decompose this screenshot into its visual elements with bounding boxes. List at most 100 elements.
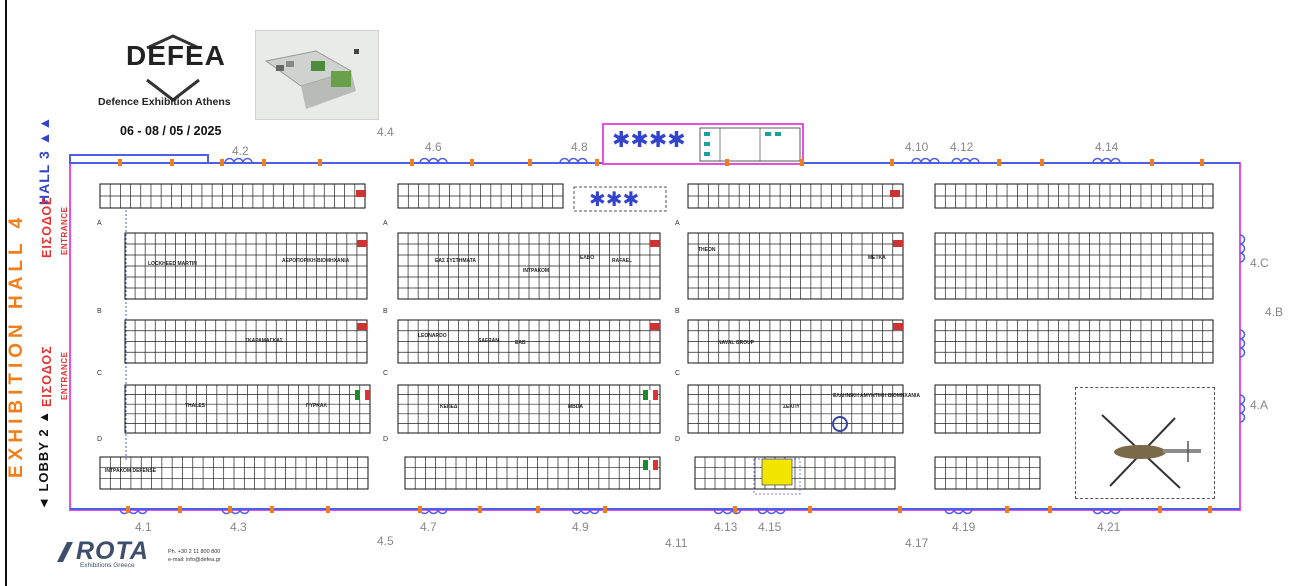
gate-label-bottom: 4.7: [420, 520, 437, 534]
booth-block[interactable]: [934, 232, 1214, 300]
exhibitor-label[interactable]: MBDA: [568, 404, 583, 410]
exhibitor-label[interactable]: ΜΕΤΚΑ: [868, 255, 886, 261]
rota-subtitle: Exhibitions Greece: [80, 562, 135, 569]
gate-label-bottom: 4.17: [905, 536, 929, 550]
row-letter: C: [675, 370, 681, 377]
exhibitor-label[interactable]: ΕΛΛΗΝΙΚΗ ΑΜΥΝΤΙΚΗ ΒΙΟΜΗΧΑΝΙΑ: [833, 393, 921, 399]
exhibitor-label[interactable]: ΣΕΚΠΥ: [783, 404, 800, 410]
row-letter: C: [97, 370, 103, 377]
gate-label-top: 4.8: [571, 140, 588, 154]
booth-block[interactable]: [934, 384, 1041, 434]
exhibitor-label[interactable]: ΕΑΣ ΣΥΣΤΗΜΑΤΑ: [435, 258, 476, 264]
exhibitor-label[interactable]: ΙΝΤΡΑΚΟΜ DEFENSE: [105, 468, 157, 474]
row-letter: C: [383, 370, 389, 377]
gate-door-icon: [571, 508, 600, 515]
row-letter: B: [675, 308, 680, 315]
exhibitor-label[interactable]: SAFRAN: [478, 338, 499, 344]
exhibitor-label[interactable]: ΑΕΡΟΠΟΡΙΚΗ ΒΙΟΜΗΧΑΝΙΑ: [282, 258, 350, 264]
booth-block[interactable]: [687, 232, 904, 300]
booth-block[interactable]: [934, 319, 1214, 364]
exhibitor-label[interactable]: LOCKHEED MARTIN: [148, 261, 197, 267]
row-letter: A: [675, 220, 680, 227]
booth-block[interactable]: [124, 384, 371, 434]
booth-block[interactable]: [124, 319, 368, 364]
service-room: [602, 123, 804, 165]
gate-label-top: 4.6: [425, 140, 442, 154]
gate-door-icon: [944, 508, 973, 515]
gate-label-right: 4.A: [1250, 398, 1269, 412]
exhibitor-label[interactable]: RAFAEL: [612, 258, 632, 264]
left-border-line: [5, 0, 7, 586]
row-letter: B: [383, 308, 388, 315]
exhibitor-label[interactable]: ΕΛΒΟ: [580, 255, 595, 261]
gate-door-icon: [559, 157, 588, 164]
row-letter: D: [383, 436, 389, 443]
reserved-stars: ✱✱✱: [589, 189, 640, 211]
gate-label-right: 4.C: [1250, 256, 1269, 270]
exhibitor-label[interactable]: ΣΚΑΡΑΜΑΓΚΑΣ: [245, 338, 283, 344]
gate-door-icon: [911, 157, 940, 164]
gate-label-bottom: 4.11: [665, 536, 688, 550]
wall-segment: [69, 154, 209, 164]
gate-door-icon: [951, 157, 980, 164]
gate-label-bottom: 4.21: [1097, 520, 1121, 534]
exhibitor-label[interactable]: THEON: [698, 247, 716, 253]
reserved-area: [573, 186, 667, 212]
gate-label-top: 4.12: [950, 140, 974, 154]
gate-label-bottom: 4.1: [135, 520, 152, 534]
gate-door-icon: [224, 157, 253, 164]
gate-door-icon: [1239, 394, 1246, 423]
event-dates: 06 - 08 / 05 / 2025: [120, 124, 222, 138]
booth-block[interactable]: [397, 319, 661, 364]
row-letter: D: [97, 436, 103, 443]
helicopter-display-area[interactable]: [1075, 387, 1215, 499]
gate-label-bottom: 4.15: [758, 520, 782, 534]
gate-label-top: 4.10: [905, 140, 929, 154]
gate-label-top: 4.2: [232, 144, 249, 158]
exhibitor-label[interactable]: ΠΥΡΚΑΛ: [306, 403, 327, 409]
hall-outline: [69, 162, 1241, 511]
rota-phone: Ph. +30 2 11 800 800: [168, 549, 221, 555]
gate-label-top: 4.14: [1095, 140, 1119, 154]
row-letter: D: [675, 436, 681, 443]
exhibitor-label[interactable]: ΕΑΒ: [515, 340, 526, 346]
exhibitor-label[interactable]: THALES: [185, 403, 205, 409]
exhibitor-label[interactable]: ΚΕΠΕΔ: [440, 404, 458, 410]
defea-shield-icon: [146, 34, 200, 102]
gate-label-bottom: 4.19: [952, 520, 976, 534]
booth-block[interactable]: [397, 232, 661, 300]
booth-block[interactable]: [397, 183, 564, 209]
gate-door-icon: [1092, 508, 1121, 515]
booth-block[interactable]: [934, 183, 1214, 209]
gate-door-icon: [1239, 234, 1246, 263]
booth-block[interactable]: [99, 183, 366, 209]
rota-mark-icon: [57, 542, 73, 562]
exhibitor-label[interactable]: NAVAL GROUP: [718, 340, 755, 346]
booth-block[interactable]: [694, 456, 896, 490]
exhibitor-label[interactable]: LEONARDO: [418, 333, 447, 339]
gate-door-icon: [1092, 157, 1121, 164]
booth-block[interactable]: [99, 456, 369, 490]
venue-thumbnail[interactable]: [255, 30, 379, 120]
rota-contact: Ph. +30 2 11 800 800 e-mail: info@defea.…: [168, 548, 221, 564]
gate-label-right: 4.B: [1265, 305, 1284, 319]
booth-block[interactable]: [934, 456, 1041, 490]
booth-block[interactable]: [404, 456, 661, 490]
exhibitor-label[interactable]: ΙΝΤΡΑΚΟΜ: [523, 268, 550, 274]
defea-logo-text: DEFEA: [126, 40, 226, 71]
service-stars: ✱✱✱✱: [612, 127, 686, 152]
row-letter: A: [97, 220, 102, 227]
highlighted-booth[interactable]: [761, 458, 793, 486]
booth-block[interactable]: [687, 319, 904, 364]
gate-door-icon: [757, 508, 786, 515]
booth-block[interactable]: [687, 183, 904, 209]
gate-label-bottom: 4.5: [377, 534, 394, 548]
booth-block[interactable]: [124, 232, 368, 300]
row-letter: A: [383, 220, 388, 227]
booth-block[interactable]: [687, 384, 904, 434]
gate-door-icon: [713, 508, 742, 515]
booth-block[interactable]: [397, 384, 661, 434]
gate-label-bottom: 4.13: [714, 520, 738, 534]
gate-label-bottom: 4.9: [572, 520, 589, 534]
